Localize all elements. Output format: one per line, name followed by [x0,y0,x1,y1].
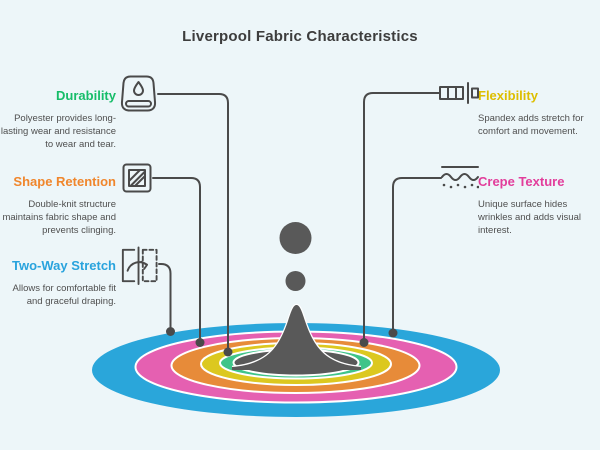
fabric-swatch-icon [122,163,152,193]
connector-crepe-texture [392,177,442,330]
callout-description-crepe-texture: Unique surface hides wrinkles and adds v… [478,198,581,236]
texture-wave-icon [441,165,479,193]
callout-shape-retention: Shape Retention Double-knit structure ma… [0,174,116,237]
connector-shape-retention [152,177,201,339]
callout-connectors [152,92,442,357]
connector-two-way-stretch [158,263,172,328]
stretch-band-icon [439,82,479,104]
connector-dot-flexibility [359,338,369,347]
falling-drop-small [285,271,306,291]
callout-description-two-way-stretch: Allows for comfortable fit and graceful … [12,282,116,307]
flip-stretch-icon [120,246,158,286]
callout-description-shape-retention: Double-knit structure maintains fabric s… [2,198,116,236]
connector-flexibility [363,92,440,339]
connector-dot-crepe-texture [388,328,398,338]
connector-dot-durability [223,347,233,357]
callout-durability: Durability Polyester provides long-lasti… [0,88,116,151]
callout-title-durability: Durability [56,88,116,103]
splash-bell [232,305,361,370]
connector-durability [157,93,229,349]
callout-description-flexibility: Spandex adds stretch for comfort and mov… [478,112,584,137]
page-title: Liverpool Fabric Characteristics [182,28,418,45]
callout-title-flexibility: Flexibility [478,88,538,103]
callout-title-crepe-texture: Crepe Texture [478,174,565,189]
callout-crepe-texture: Crepe Texture Unique surface hides wrink… [478,174,586,237]
falling-drop-large [279,222,312,254]
splash-column [231,222,362,370]
connector-dot-shape-retention [195,338,205,347]
callout-flexibility: Flexibility Spandex adds stretch for com… [478,88,586,138]
callout-title-two-way-stretch: Two-Way Stretch [11,258,116,273]
fabric-water-drop-icon [120,75,157,112]
callout-description-durability: Polyester provides long-lasting wear and… [0,112,116,150]
callout-two-way-stretch: Two-Way Stretch Allows for comfortable f… [0,258,116,308]
callout-title-shape-retention: Shape Retention [13,174,116,189]
connector-dot-two-way-stretch [166,327,175,336]
